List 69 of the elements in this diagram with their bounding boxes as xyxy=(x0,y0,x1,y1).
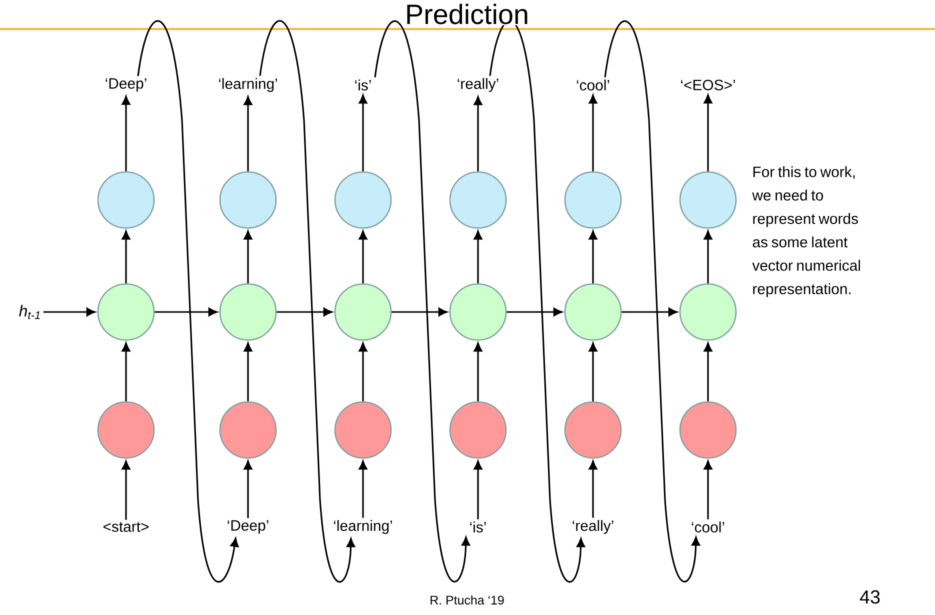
arrow xyxy=(358,460,368,518)
arrow xyxy=(358,230,368,284)
arrow xyxy=(622,308,678,316)
cell-circle xyxy=(679,283,737,341)
arrow xyxy=(474,342,482,402)
cell-circle xyxy=(564,401,622,459)
cell-circle xyxy=(219,171,277,229)
arrow xyxy=(704,342,712,402)
loop-arrow xyxy=(259,21,356,582)
arrow xyxy=(276,308,332,316)
cell-circle xyxy=(219,283,277,341)
cell-circle xyxy=(564,171,622,229)
arrow xyxy=(43,308,96,316)
cell-circle xyxy=(679,171,737,229)
arrow xyxy=(474,230,482,284)
arrow xyxy=(704,230,712,284)
arrow xyxy=(392,308,448,316)
arrow xyxy=(358,342,368,402)
arrow xyxy=(506,308,562,316)
arrow xyxy=(244,460,252,518)
word-label: ‘cool’ xyxy=(576,80,610,90)
word-label: ‘cool’ xyxy=(692,522,724,532)
loop-arrow xyxy=(604,20,700,582)
cell-circle xyxy=(449,171,507,229)
arrow xyxy=(122,460,130,520)
cell-circle xyxy=(449,401,507,459)
cell-circle xyxy=(679,401,737,459)
arrow xyxy=(244,96,252,172)
arrow xyxy=(474,96,482,172)
word-label: ‘learning’ xyxy=(334,520,392,534)
cell-circle xyxy=(97,401,155,459)
arrow xyxy=(474,460,482,520)
cell-circle xyxy=(334,283,392,341)
arrow xyxy=(588,94,598,172)
credit-text: R. Ptucha ‘19 xyxy=(430,595,504,605)
arrow xyxy=(704,94,712,172)
word-label: ‘Deep’ xyxy=(228,520,268,534)
arrow xyxy=(244,342,252,402)
cell-circle xyxy=(334,401,392,459)
cell-circle xyxy=(97,283,155,341)
cell-circle xyxy=(564,283,622,341)
arrow xyxy=(244,230,252,284)
word-label: ‘<EOS>’ xyxy=(681,80,735,90)
loop-arrow xyxy=(137,21,239,582)
slide-title: Prediction xyxy=(404,2,530,26)
arrow xyxy=(588,460,598,518)
cell-circle xyxy=(97,171,155,229)
hidden-state-label: h$_{t-1}$ xyxy=(19,304,40,320)
page-number: 43 xyxy=(860,590,880,604)
arrow xyxy=(588,230,598,284)
note-text: For this to work, we need to represent words as some latent vector numerical representation. xyxy=(752,166,860,298)
word-label: ‘is’ xyxy=(355,80,371,90)
arrow xyxy=(122,342,130,402)
arrow xyxy=(588,342,598,402)
word-label: <start> xyxy=(103,522,149,532)
arrow xyxy=(154,308,218,316)
arrow xyxy=(704,460,712,520)
cell-circle xyxy=(449,283,507,341)
word-label: ‘really’ xyxy=(458,78,498,92)
arrow xyxy=(358,94,368,172)
word-label: ‘really’ xyxy=(572,520,614,534)
arrow xyxy=(122,230,130,284)
cell-circle xyxy=(219,401,277,459)
cell-circle xyxy=(334,171,392,229)
arrow xyxy=(122,96,130,172)
word-label: ‘learning’ xyxy=(219,78,277,92)
loop-arrow xyxy=(374,20,470,582)
word-label: ‘Deep’ xyxy=(106,78,146,92)
word-label: ‘is’ xyxy=(470,522,486,532)
